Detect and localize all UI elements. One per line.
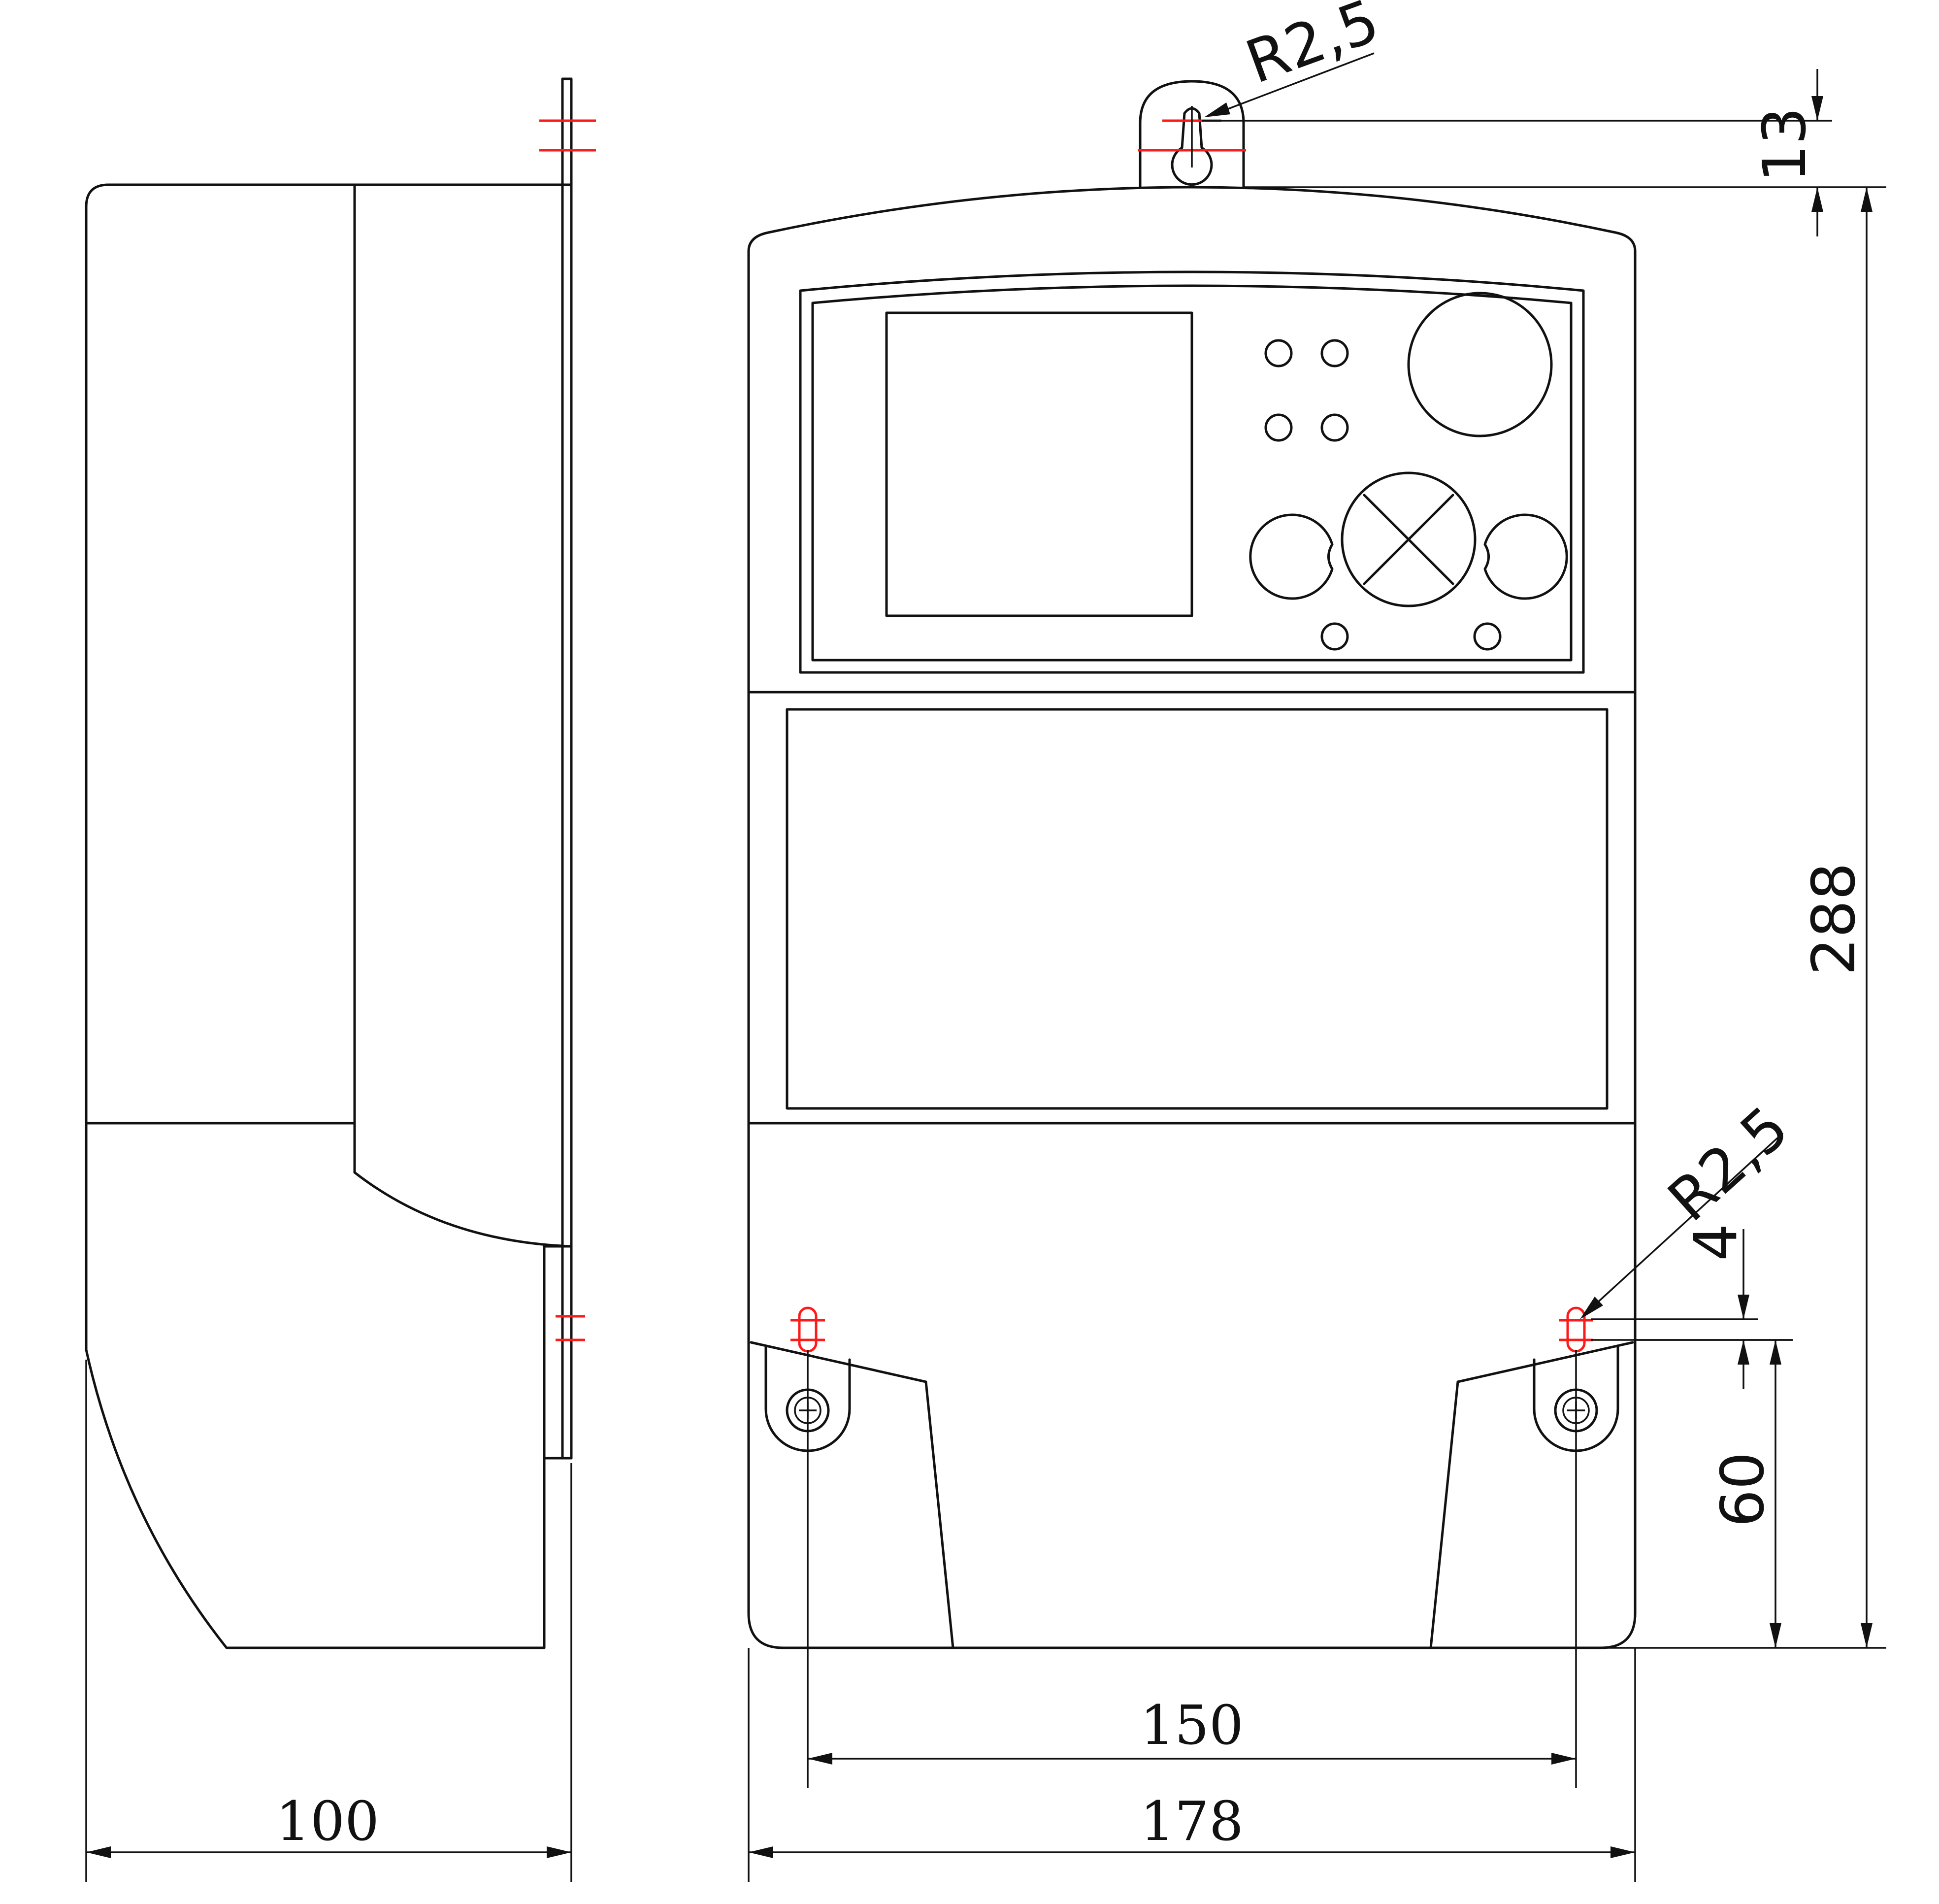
dimension-hanger-radius: R2,5 <box>1204 0 1388 117</box>
hanger-keyhole <box>1171 107 1213 186</box>
indicator-leds <box>1264 339 1502 651</box>
dimension-lower-holes: 60 <box>1635 1339 1793 1648</box>
display-bezel-inner <box>811 284 1573 662</box>
slot-radius-label: R2,5 <box>1655 1094 1802 1235</box>
dimension-depth: 100 <box>85 1360 572 1882</box>
dimension-depth-label: 100 <box>276 1790 379 1853</box>
height-label: 288 <box>1800 863 1869 975</box>
hanger-radius-label: R2,5 <box>1237 0 1387 97</box>
led-icon <box>1473 622 1502 651</box>
front-view <box>747 80 1637 1649</box>
width-label: 178 <box>1140 1790 1244 1853</box>
side-view-cover-curve <box>353 1171 573 1248</box>
side-view-centerline-marks <box>539 119 596 1341</box>
terminal-cover-cutout <box>750 1341 1634 1649</box>
key-center-icon <box>1341 471 1477 607</box>
dimension-mount-spacing: 150 <box>807 1350 1577 1788</box>
display-bezel-outer <box>799 270 1585 674</box>
key-right-icon <box>1483 513 1568 600</box>
dimension-width: 178 <box>748 1648 1636 1882</box>
led-icon <box>1264 413 1293 442</box>
nameplate-window <box>786 708 1609 1110</box>
hanger-centerline <box>1138 106 1246 167</box>
led-icon <box>1320 339 1349 367</box>
led-icon <box>1264 339 1293 367</box>
mount-slot-right <box>1559 1306 1593 1353</box>
side-view: 100 <box>85 77 596 1882</box>
mount-spacing-label: 150 <box>1140 1694 1244 1757</box>
led-icon <box>1320 622 1349 651</box>
side-view-mount-plate <box>561 77 573 1460</box>
dimension-hanger-offset: 13 <box>1202 69 1886 236</box>
slot-length-label: 4 <box>1682 1224 1750 1261</box>
hanger-offset-label: 13 <box>1751 107 1819 182</box>
meter-body-outline <box>747 186 1637 1649</box>
led-icon <box>1320 413 1349 442</box>
side-view-outline <box>85 183 573 1649</box>
lcd-window <box>885 311 1193 617</box>
dimension-height: 288 <box>1576 187 1886 1649</box>
optical-port-icon <box>1407 292 1553 437</box>
key-left-icon <box>1249 513 1334 600</box>
dimension-slot-length: 4 <box>1591 1224 1793 1389</box>
mount-slot-left <box>790 1306 825 1353</box>
dimension-slot-radius: R2,5 <box>1580 1094 1802 1319</box>
keypad <box>1249 471 1568 607</box>
lower-holes-label: 60 <box>1709 1452 1777 1527</box>
